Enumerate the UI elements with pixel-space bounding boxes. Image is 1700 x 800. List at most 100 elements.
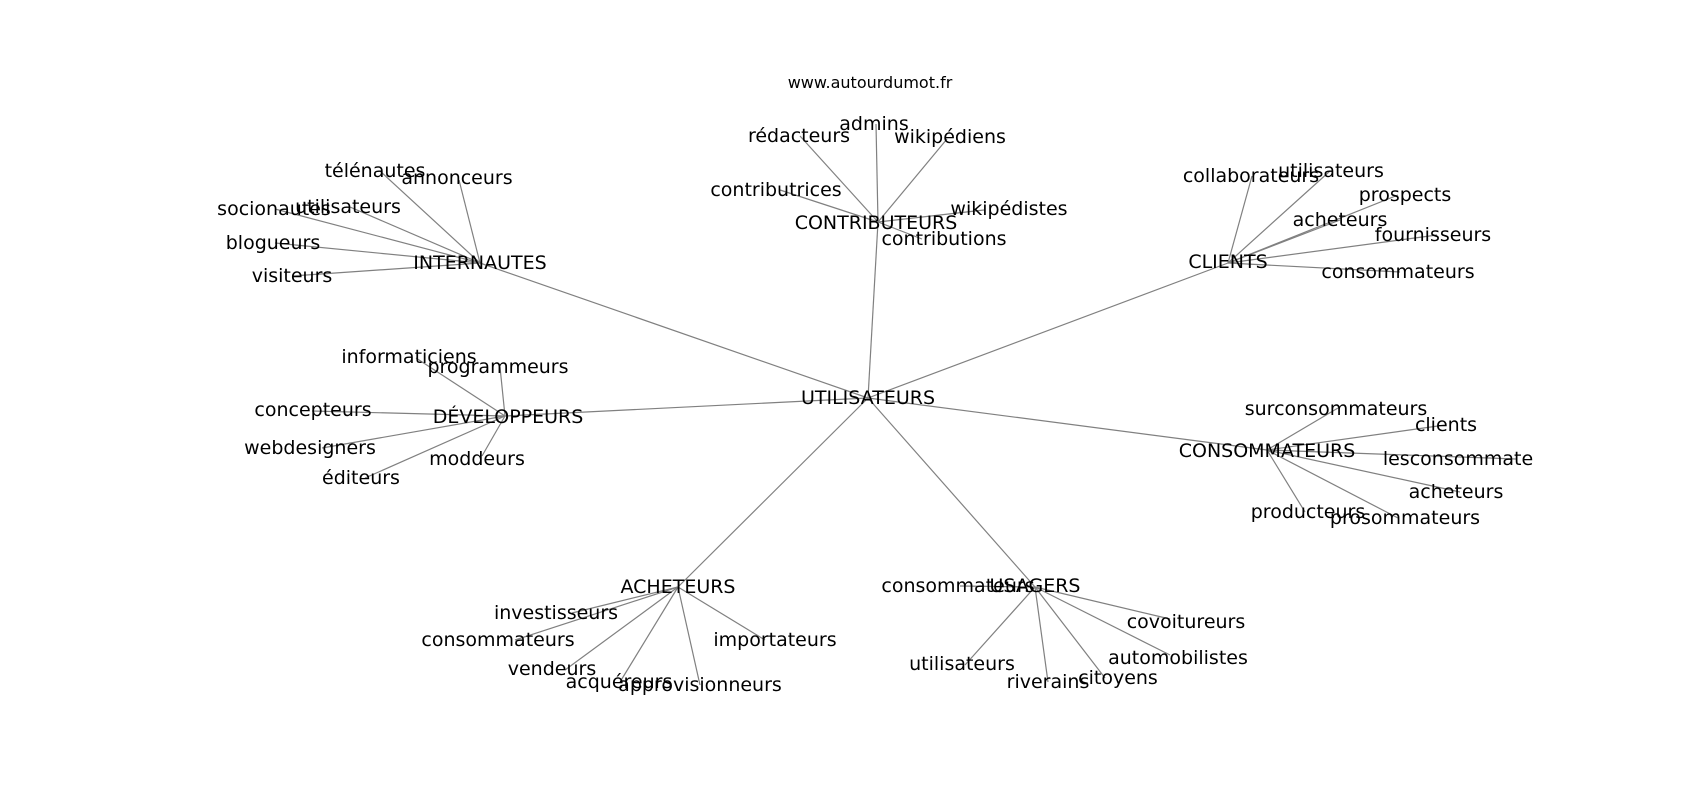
edge-acheteurs-acquereurs [619,586,679,683]
hub-node-usagers: USAGERS [990,575,1081,597]
hub-node-acheteurs: ACHETEURS [620,576,735,598]
leaf-node-acheteurs-approvisionneurs: approvisionneurs [618,674,782,696]
edge-clients-collaborateurs [1227,175,1253,264]
leaf-node-developpeurs-informaticiens: informaticiens [341,346,476,368]
edge-center-consommateurs [867,397,1268,451]
edge-consommateurs-surconsommateurs [1266,407,1339,451]
leaf-node-contributeurs-redacteurs: rédacteurs [748,125,850,147]
edge-internautes-blogueurs [274,242,481,264]
leaf-node-internautes-visiteurs: visiteurs [252,265,333,287]
leaf-node-usagers-utilisateurs: utilisateurs [909,653,1015,675]
edge-acheteurs-investisseurs [571,586,679,614]
edge-clients-utilisateurs [1227,170,1331,264]
edge-contributeurs-wikipediens [877,138,948,223]
leaf-node-consommateurs-lesconsommate: lesconsommate [1383,448,1533,470]
edge-center-usagers [867,397,1036,588]
leaf-node-clients-fournisseurs: fournisseurs [1375,224,1491,246]
edge-center-clients [867,262,1229,399]
leaf-node-usagers-citoyens: citoyens [1078,667,1158,689]
leaf-node-contributeurs-contributrices: contributrices [710,179,841,201]
leaf-node-contributeurs-wikipediens: wikipédiens [894,126,1006,148]
leaf-node-acheteurs-investisseurs: investisseurs [494,602,618,624]
edge-usagers-riverains [1034,586,1049,683]
edge-developpeurs-moddeurs [481,415,506,457]
leaf-node-consommateurs-producteurs: producteurs [1251,501,1366,523]
edge-usagers-automobilistes [1034,586,1171,656]
leaf-node-consommateurs-acheteurs: acheteurs [1409,481,1504,503]
edge-center-developpeurs [504,397,869,417]
edge-contributeurs-wikipedistes [877,209,985,223]
leaf-node-usagers-automobilistes: automobilistes [1108,647,1248,669]
leaf-node-clients-utilisateurs: utilisateurs [1278,160,1384,182]
edge-acheteurs-importateurs [677,586,766,641]
leaf-node-clients-prospects: prospects [1359,184,1452,206]
leaf-node-acheteurs-importateurs: importateurs [713,629,836,651]
edge-center-acheteurs [677,397,869,588]
leaf-node-usagers-covoitureurs: covoitureurs [1127,611,1246,633]
edge-internautes-annonceurs [458,179,481,264]
edge-consommateurs-producteurs [1266,449,1306,513]
edge-contributeurs-contributrices [779,189,879,223]
hub-node-developpeurs: DÉVELOPPEURS [433,405,584,428]
leaf-node-internautes-utilisateurs: utilisateurs [295,196,401,218]
graph-labels: UTILISATEURS INTERNAUTES télénautesannonce… [217,113,1533,696]
leaf-node-consommateurs-prosommateurs: prosommateurs [1330,507,1480,529]
edge-clients-consommateurs [1227,262,1401,273]
edge-internautes-telenautes [379,170,481,264]
edge-developpeurs-programmeurs [499,366,506,417]
edge-internautes-utilisateurs [349,206,481,264]
edge-clients-acheteurs [1227,219,1341,264]
leaf-node-clients-consommateurs: consommateurs [1321,261,1474,283]
leaf-node-acheteurs-consommateurs: consommateurs [421,629,574,651]
leaf-node-internautes-annonceurs: annonceurs [401,167,512,189]
leaf-node-consommateurs-clients: clients [1415,414,1477,436]
leaf-node-developpeurs-programmeurs: programmeurs [427,356,568,378]
leaf-node-developpeurs-webdesigners: webdesigners [244,437,376,459]
site-watermark: www.autourdumot.fr [788,73,953,92]
leaf-node-developpeurs-concepteurs: concepteurs [254,399,371,421]
edge-consommateurs-clients [1266,424,1446,451]
center-node-label: UTILISATEURS [801,387,935,409]
leaf-node-contributeurs-wikipedistes: wikipédistes [950,198,1067,220]
edge-developpeurs-concepteurs [311,410,506,417]
leaf-node-contributeurs-contributions: contributions [881,228,1006,250]
edge-usagers-covoitureurs [1034,586,1171,620]
leaf-node-clients-acheteurs: acheteurs [1293,209,1388,231]
leaf-node-acheteurs-vendeurs: vendeurs [508,658,596,680]
edge-usagers-utilisateurs [964,586,1036,666]
hub-node-clients: CLIENTS [1188,251,1267,273]
hub-node-consommateurs: CONSOMMATEURS [1179,440,1356,462]
leaf-node-contributeurs-admins: admins [839,113,908,135]
edge-clients-fournisseurs [1227,234,1438,264]
edge-acheteurs-approvisionneurs [677,586,701,686]
edge-acheteurs-vendeurs [564,586,679,671]
edge-developpeurs-informaticiens [415,357,506,417]
edge-contributeurs-admins [875,123,879,223]
leaf-node-developpeurs-moddeurs: moddeurs [429,448,525,470]
edge-usagers-consommateurs [959,585,1036,588]
leaf-node-usagers-consommateurs: consommateurs [881,575,1034,597]
hub-node-contributeurs: CONTRIBUTEURS [795,212,958,234]
leaf-node-consommateurs-surconsommateurs: surconsommateurs [1245,398,1428,420]
edge-developpeurs-editeurs [364,415,506,479]
leaf-node-clients-collaborateurs: collaborateurs [1183,165,1319,187]
leaf-node-internautes-socionautes: socionautes [217,198,331,220]
leaf-node-developpeurs-editeurs: éditeurs [322,467,400,489]
edge-center-internautes [479,262,869,399]
edge-usagers-citoyens [1034,586,1106,679]
edge-internautes-visiteurs [291,262,481,277]
leaf-node-internautes-blogueurs: blogueurs [226,232,321,254]
edge-internautes-socionautes [274,208,481,264]
edge-contributeurs-contributions [877,221,923,240]
edge-developpeurs-webdesigners [321,415,506,449]
hub-node-internautes: INTERNAUTES [413,252,546,274]
edge-consommateurs-acheteurs [1266,449,1461,493]
edge-consommateurs-lesconsommate [1266,449,1517,460]
edge-consommateurs-prosommateurs [1266,449,1399,519]
leaf-node-acheteurs-acquereurs: acquéreurs [566,671,673,693]
edge-acheteurs-consommateurs [514,586,679,641]
leaf-node-internautes-telenautes: télénautes [325,160,426,182]
edge-contributeurs-redacteurs [799,135,879,223]
graph-edges [274,123,1517,686]
